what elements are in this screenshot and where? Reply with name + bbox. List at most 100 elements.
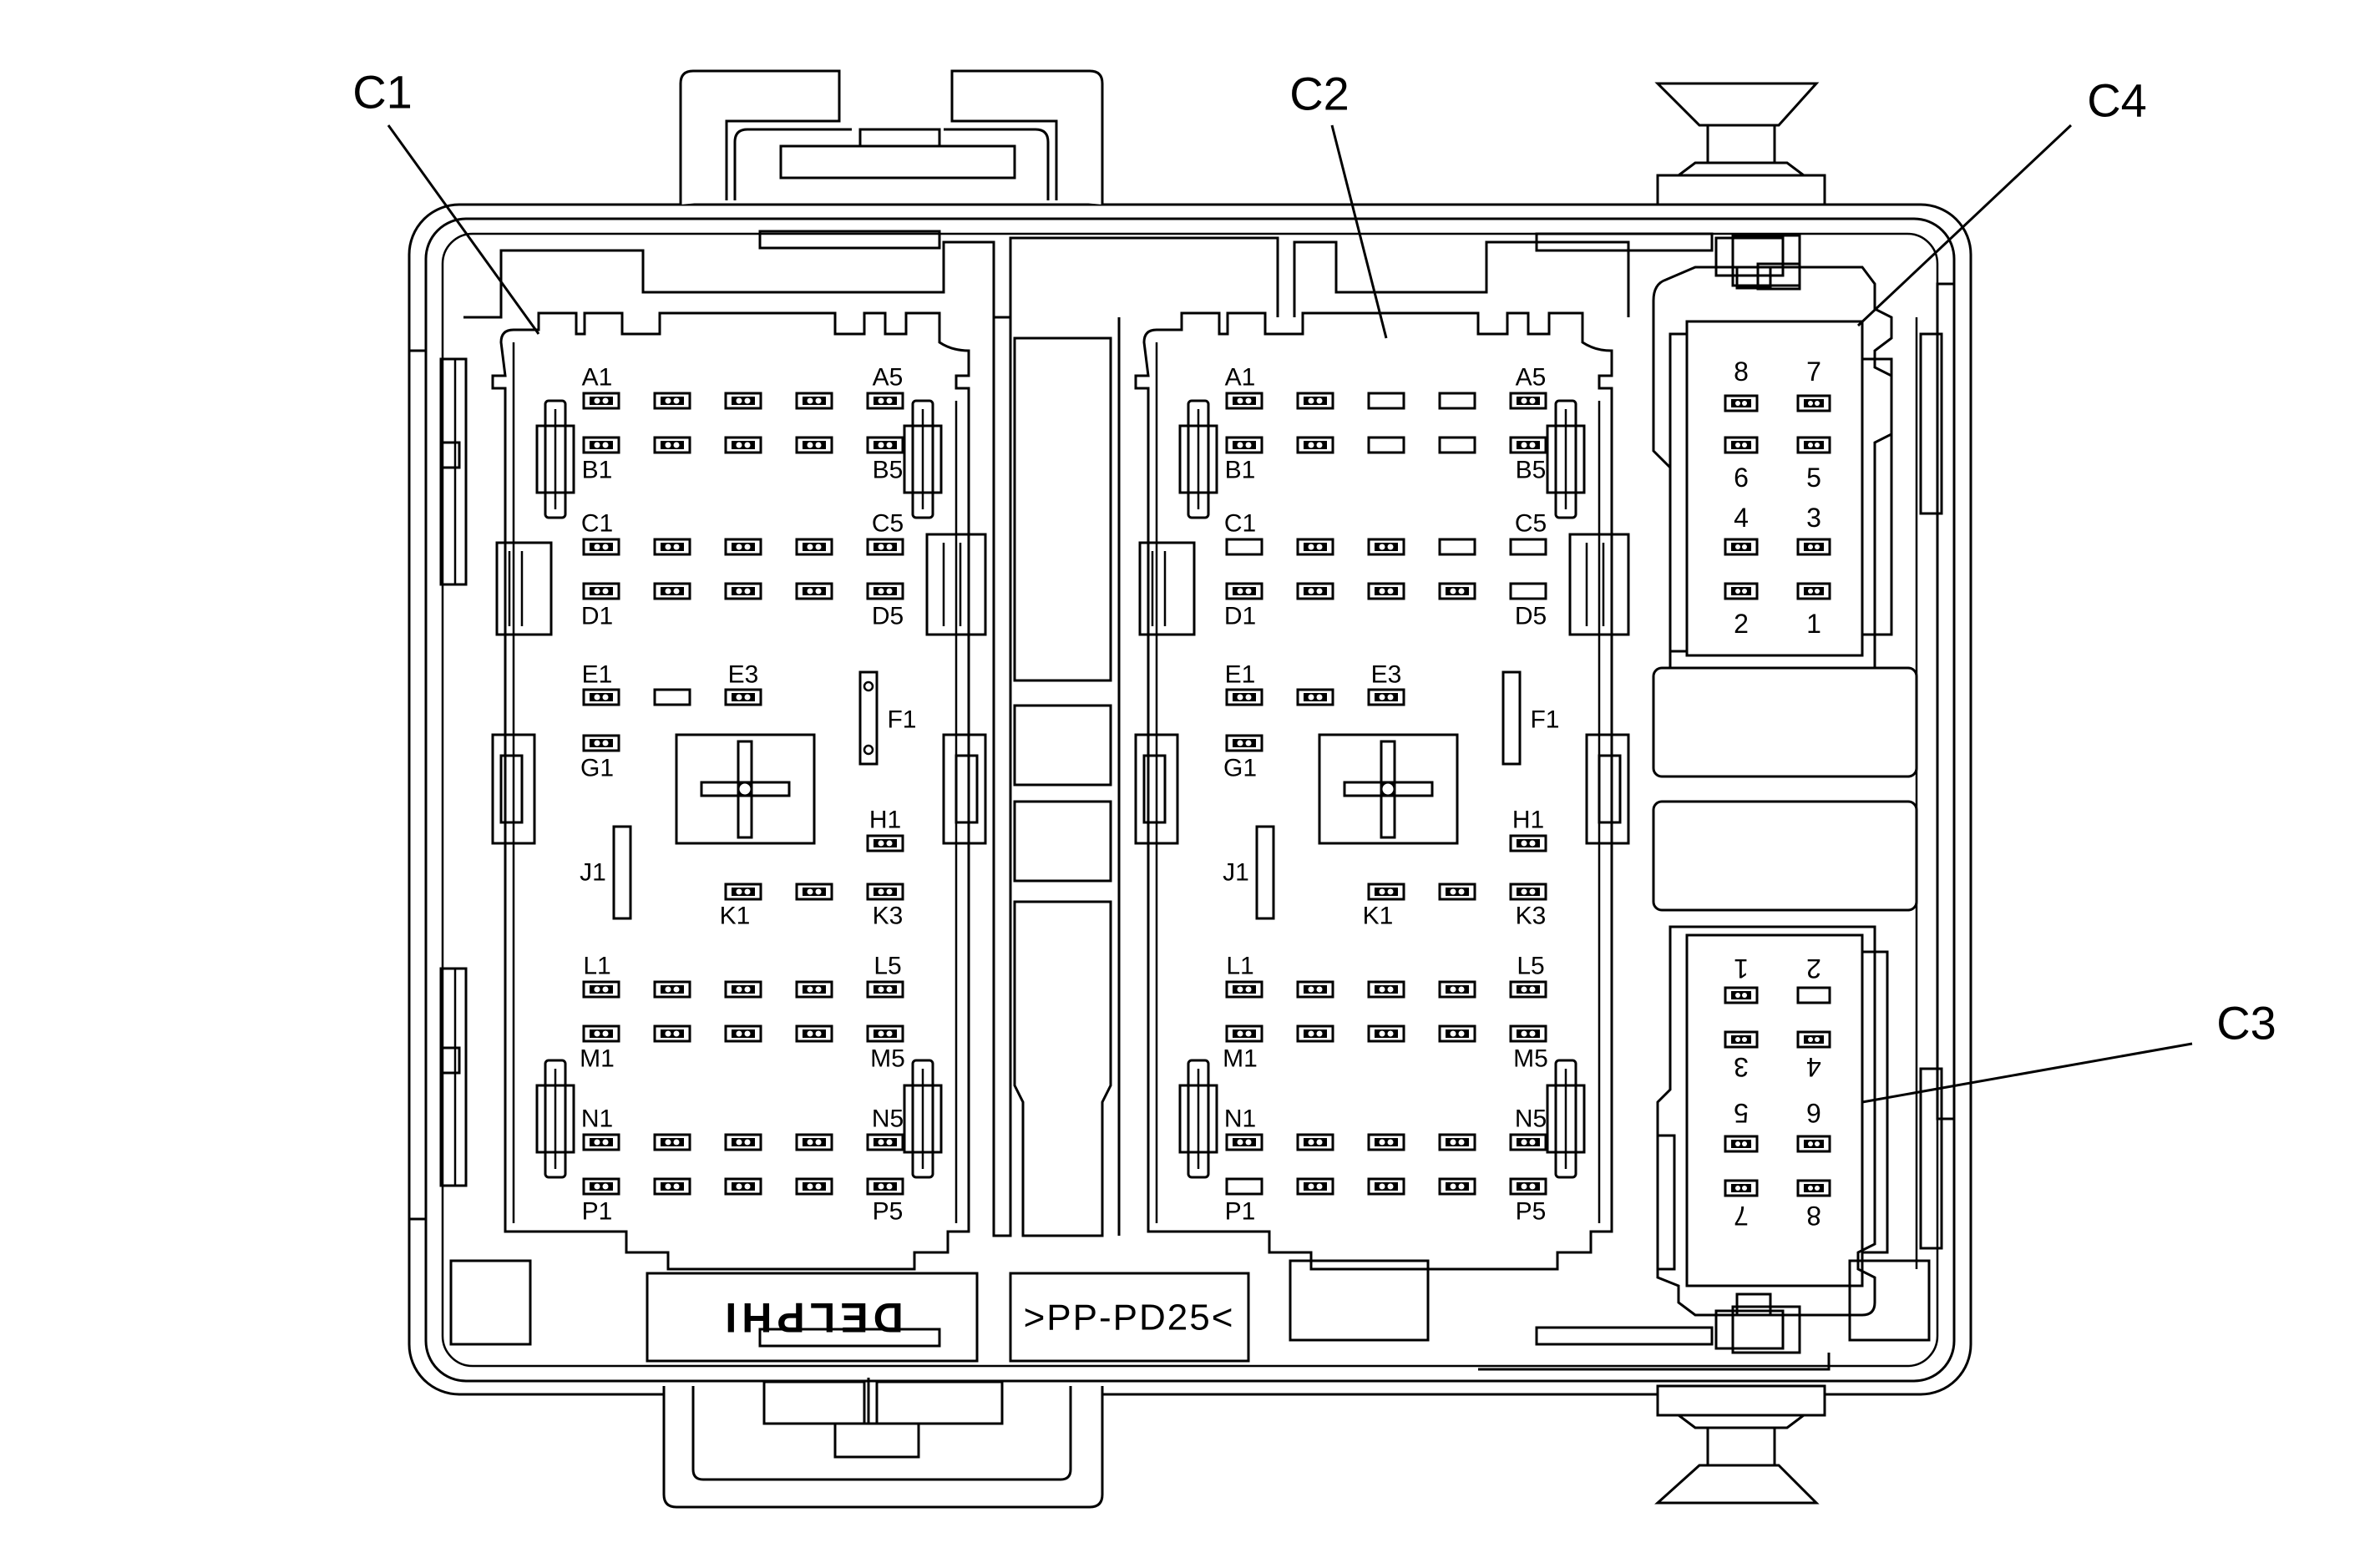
- pin-b4: [1438, 436, 1476, 454]
- pin-label-f1: F1: [887, 706, 916, 734]
- pin-label-connector_c4-3: 3: [1806, 503, 1821, 533]
- pin-f1: [1501, 670, 1522, 766]
- pin-label-connector_c4-7: 7: [1806, 357, 1821, 387]
- pin-e2: [1296, 688, 1334, 706]
- pin-label-l1: L1: [1226, 953, 1253, 980]
- pin-k3: [866, 883, 904, 901]
- pin-b2: [1296, 436, 1334, 454]
- pin-p4: [795, 1177, 833, 1196]
- pin-a1: [582, 392, 620, 410]
- pin-d1: [582, 582, 620, 600]
- pin-p5: [866, 1177, 904, 1196]
- pin-label-p1: P1: [582, 1198, 613, 1226]
- pin-label-n5: N5: [872, 1105, 904, 1133]
- pin-l1: [1225, 980, 1263, 999]
- pin-label-m1: M1: [580, 1045, 615, 1073]
- pin-a2: [1296, 392, 1334, 410]
- pin-l2: [1296, 980, 1334, 999]
- pin-label-connector_c3-1: 1: [1734, 954, 1749, 984]
- pin-label-a5: A5: [873, 364, 904, 392]
- pin-label-b5: B5: [1516, 457, 1547, 484]
- pin-a4: [795, 392, 833, 410]
- pin-label-connector_c4-2: 2: [1734, 609, 1749, 639]
- pin-n1: [1225, 1133, 1263, 1151]
- c4-pin-6: [1724, 436, 1759, 454]
- pin-j1: [1255, 825, 1275, 920]
- pin-b1: [582, 436, 620, 454]
- pin-n2: [653, 1133, 691, 1151]
- c4-pin-3: [1796, 538, 1831, 556]
- pin-label-a1: A1: [1225, 364, 1256, 392]
- pin-label-e1: E1: [1225, 661, 1256, 689]
- c4-pin-7: [1796, 394, 1831, 412]
- pin-label-connector_c4-8: 8: [1734, 357, 1749, 387]
- center-divider: [992, 316, 1121, 1237]
- pin-a5: [1509, 392, 1547, 410]
- pin-m1: [582, 1024, 620, 1043]
- pin-c5: [866, 538, 904, 556]
- pin-label-a1: A1: [582, 364, 613, 392]
- pin-label-p1: P1: [1225, 1198, 1256, 1226]
- pin-label-c5: C5: [872, 510, 904, 538]
- pin-l3: [724, 980, 762, 999]
- pin-l4: [1438, 980, 1476, 999]
- pin-b5: [866, 436, 904, 454]
- pin-label-c1: C1: [581, 510, 613, 538]
- pin-p5: [1509, 1177, 1547, 1196]
- pin-f1: [858, 670, 879, 766]
- pin-label-a5: A5: [1516, 364, 1547, 392]
- pin-label-f1: F1: [1530, 706, 1559, 734]
- pin-n1: [582, 1133, 620, 1151]
- pin-b2: [653, 436, 691, 454]
- pin-l5: [866, 980, 904, 999]
- pin-p2: [653, 1177, 691, 1196]
- pin-label-connector_c4-1: 1: [1806, 609, 1821, 639]
- pin-b1: [1225, 436, 1263, 454]
- connector-c4-outline: [1652, 236, 1918, 912]
- pin-a5: [866, 392, 904, 410]
- pin-b3: [724, 436, 762, 454]
- pin-c2: [1296, 538, 1334, 556]
- pin-d2: [1296, 582, 1334, 600]
- pin-a1: [1225, 392, 1263, 410]
- pin-label-k3: K3: [1516, 903, 1547, 930]
- pin-k2: [795, 883, 833, 901]
- pin-label-connector_c3-8: 8: [1806, 1201, 1821, 1231]
- pin-p1: [582, 1177, 620, 1196]
- pin-label-e3: E3: [1371, 661, 1402, 689]
- pin-h1: [866, 834, 904, 852]
- callout-c4: C4: [2087, 74, 2147, 127]
- pin-b5: [1509, 436, 1547, 454]
- pin-d1: [1225, 582, 1263, 600]
- callout-c1: C1: [352, 66, 413, 119]
- pin-label-h1: H1: [869, 807, 901, 834]
- pin-label-k3: K3: [873, 903, 904, 930]
- pin-e2: [653, 688, 691, 706]
- pin-c5: [1509, 538, 1547, 556]
- pin-label-connector_c3-5: 5: [1734, 1098, 1749, 1128]
- pin-label-p5: P5: [873, 1198, 904, 1226]
- pin-h1: [1509, 834, 1547, 852]
- pin-m1: [1225, 1024, 1263, 1043]
- pin-label-b1: B1: [582, 457, 613, 484]
- pin-label-c1: C1: [1224, 510, 1256, 538]
- c3-pin-8: [1796, 1179, 1831, 1197]
- housing: [408, 69, 1972, 1509]
- pin-label-connector_c3-4: 4: [1806, 1052, 1821, 1082]
- c3-pin-7: [1724, 1179, 1759, 1197]
- pin-label-n5: N5: [1515, 1105, 1547, 1133]
- c4-pin-1: [1796, 582, 1831, 600]
- pin-label-connector_c3-6: 6: [1806, 1098, 1821, 1128]
- part-number-text: >PP-PD25<: [1024, 1297, 1235, 1338]
- pin-label-connector_c4-5: 5: [1806, 463, 1821, 493]
- c3-pin-2: [1796, 986, 1831, 1004]
- pin-p3: [1367, 1177, 1405, 1196]
- pin-m2: [1296, 1024, 1334, 1043]
- pin-label-m5: M5: [870, 1045, 905, 1073]
- pin-n2: [1296, 1133, 1334, 1151]
- pin-n5: [866, 1133, 904, 1151]
- pin-g1: [1225, 734, 1263, 752]
- pin-label-g1: G1: [1223, 755, 1257, 782]
